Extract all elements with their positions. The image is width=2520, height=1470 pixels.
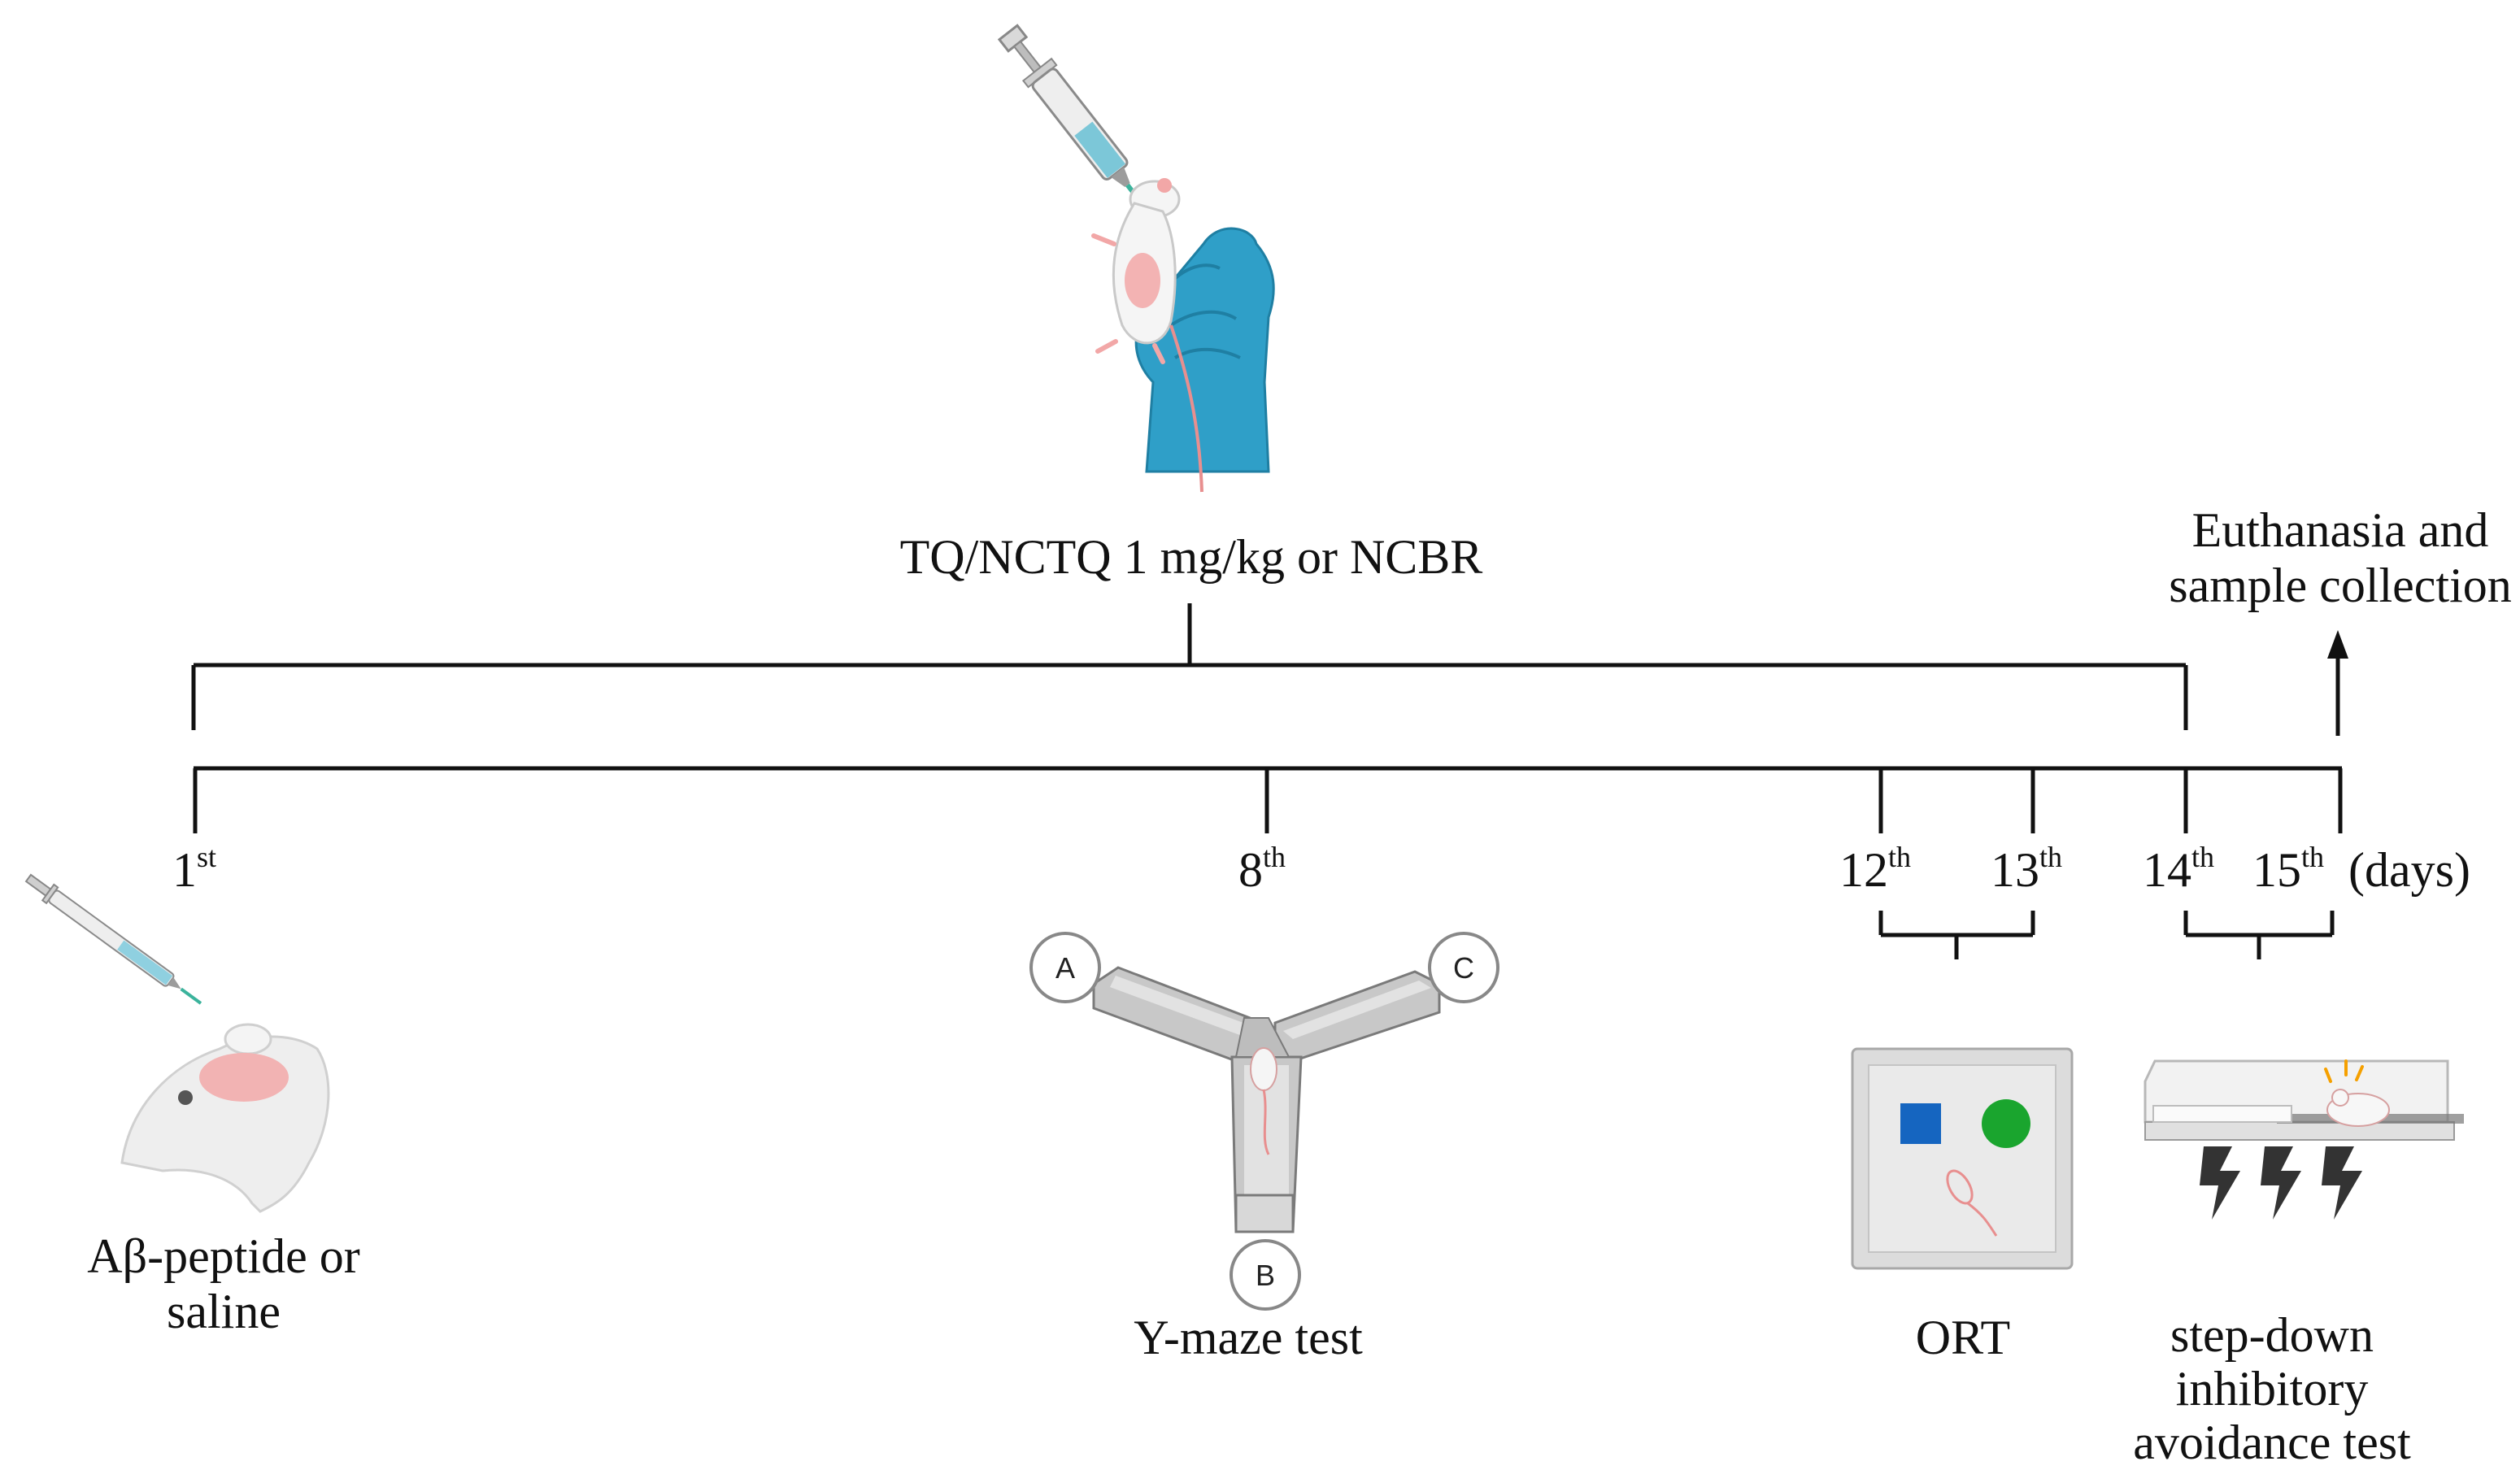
electric-shock-icon xyxy=(2200,1146,2362,1220)
treatment-bracket xyxy=(191,603,2188,730)
stepdown-bracket xyxy=(2183,911,2335,959)
day-15-number: 15 xyxy=(2252,843,2301,897)
endpoint-label-line2: sample collection xyxy=(2169,559,2512,612)
arm-a-label: A xyxy=(1055,951,1075,985)
ort-bracket xyxy=(1878,911,2035,959)
treatment-label: TQ/NCTQ 1 mg/kg or NCBR xyxy=(900,530,1483,584)
stepdown-label-line2: inhibitory xyxy=(2176,1362,2369,1416)
ort-label: ORT xyxy=(1916,1311,2010,1364)
mouse-eye xyxy=(178,1090,193,1105)
timeline-axis xyxy=(193,766,2343,833)
injection-label-line2: saline xyxy=(167,1285,281,1338)
day-1-number: 1 xyxy=(172,843,197,897)
icv-injection-illustration xyxy=(24,873,330,1213)
ort-square-object xyxy=(1900,1103,1941,1144)
day-14-suffix: th xyxy=(2191,841,2214,873)
svg-text:14th: 14th xyxy=(2143,841,2214,897)
endpoint-arrow xyxy=(2327,630,2348,736)
day-15-suffix: th xyxy=(2301,841,2324,873)
ort-mouse-icon xyxy=(1946,1169,1998,1237)
svg-text:15th: 15th xyxy=(2252,841,2324,897)
ymaze-label: Y-maze test xyxy=(1134,1311,1363,1364)
ort-arena-illustration xyxy=(1851,1047,2074,1270)
day-12-number: 12 xyxy=(1839,843,1888,897)
day-labels: 1st 8th 12th 13th 14th 15th (days) xyxy=(172,841,2470,897)
days-unit-label: (days) xyxy=(2348,843,2470,897)
day-8-number: 8 xyxy=(1238,843,1263,897)
ort-circle-object xyxy=(1982,1099,2030,1148)
day-13-suffix: th xyxy=(2039,841,2062,873)
arm-c-marker: C xyxy=(1428,932,1499,1003)
stepdown-label-line3: avoidance test xyxy=(2133,1416,2411,1469)
svg-text:12th: 12th xyxy=(1839,841,1911,897)
endpoint-label-line1: Euthanasia and xyxy=(2192,503,2489,557)
injection-label-line1: Aβ-peptide or xyxy=(87,1229,359,1283)
arm-b-label: B xyxy=(1256,1259,1275,1292)
syringe-icon xyxy=(997,24,1150,212)
day-12-suffix: th xyxy=(1888,841,1911,873)
day-8-suffix: th xyxy=(1263,841,1286,873)
day-1-suffix: st xyxy=(197,841,216,873)
arm-a-marker: A xyxy=(1029,932,1101,1003)
svg-text:13th: 13th xyxy=(1991,841,2062,897)
mouse-icon xyxy=(1091,178,1203,493)
stepdown-apparatus-illustration xyxy=(2144,1059,2464,1220)
oral-gavage-illustration xyxy=(997,24,1275,493)
y-maze-illustration: A C B xyxy=(1029,932,1499,1311)
day-14-number: 14 xyxy=(2143,843,2191,897)
y-maze-mouse-icon xyxy=(1250,1047,1277,1091)
arm-c-label: C xyxy=(1453,951,1474,985)
day-13-number: 13 xyxy=(1991,843,2039,897)
brain-icon xyxy=(199,1053,289,1102)
svg-text:8th: 8th xyxy=(1238,841,1286,897)
stepdown-label-line1: step-down xyxy=(2170,1308,2374,1362)
arm-b-marker: B xyxy=(1230,1239,1301,1311)
injection-syringe-icon xyxy=(24,873,202,1005)
svg-text:1st: 1st xyxy=(172,841,216,897)
